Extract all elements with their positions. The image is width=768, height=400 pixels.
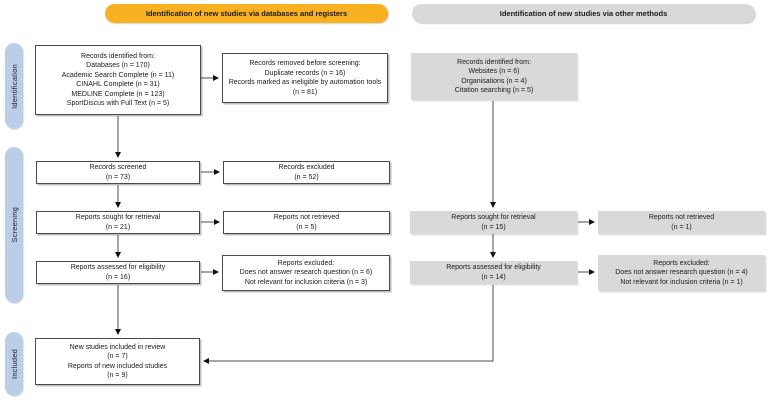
stage-identification: Identification: [5, 43, 23, 129]
header-databases-registers: Identification of new studies via databa…: [105, 4, 388, 23]
box-records-identified-other: Records identified from: Websites (n = 6…: [411, 53, 577, 100]
box-records-removed: Records removed before screening: Duplic…: [222, 53, 388, 103]
stage-included-label: Included: [9, 349, 19, 379]
box-records-screened: Records screened (n = 73): [36, 161, 200, 184]
box-new-studies-included: New studies included in review (n = 7) R…: [35, 338, 200, 385]
box-reports-not-retrieved-databases: Reports not retrieved (n = 5): [223, 211, 390, 234]
stage-screening-label: Screening: [9, 207, 19, 243]
box-reports-assessed-other: Reports assessed for eligibility (n = 14…: [410, 261, 577, 284]
box-reports-excluded-databases: Reports excluded: Does not answer resear…: [222, 255, 390, 291]
box-records-excluded: Records excluded (n = 52): [223, 161, 390, 184]
box-reports-excluded-other: Reports excluded: Does not answer resear…: [598, 255, 765, 291]
box-reports-assessed-databases: Reports assessed for eligibility (n = 16…: [36, 261, 200, 284]
stage-screening: Screening: [5, 147, 23, 303]
box-records-identified-databases: Records identified from: Databases (n = …: [35, 45, 201, 115]
connector-other-assessed-to-included: [203, 285, 494, 364]
header-other-methods: Identification of new studies via other …: [412, 4, 755, 23]
stage-included: Included: [5, 332, 23, 396]
box-reports-sought-other: Reports sought for retrieval (n = 15): [410, 211, 577, 234]
box-reports-sought-databases: Reports sought for retrieval (n = 21): [36, 211, 200, 234]
stage-identification-label: Identification: [9, 63, 19, 109]
box-reports-not-retrieved-other: Reports not retrieved (n = 1): [598, 211, 765, 234]
